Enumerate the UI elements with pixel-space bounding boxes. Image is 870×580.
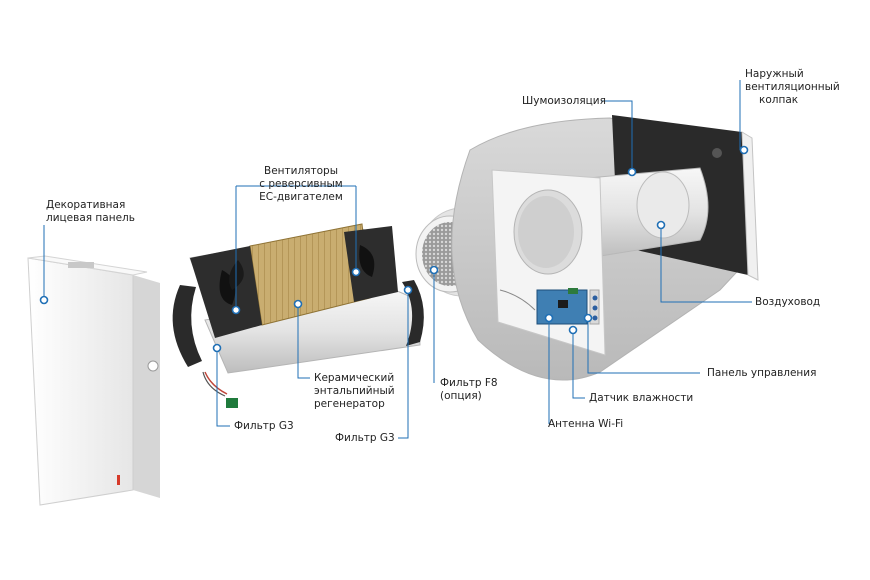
label-outer-hood-line3: колпак bbox=[759, 94, 799, 106]
main-housing-illustration bbox=[451, 115, 759, 381]
label-control-panel-line1: Панель управления bbox=[707, 367, 817, 379]
label-control-panel: Панель управления bbox=[707, 367, 816, 380]
label-filter-f8-line2: (опция) bbox=[440, 390, 482, 402]
leader-filter-g3-right bbox=[398, 290, 409, 439]
label-wifi-antenna: Антенна Wi-Fi bbox=[548, 418, 623, 431]
leader-humidity-sensor bbox=[572, 330, 585, 399]
label-ceramic: Керамический энтальпийный регенератор bbox=[314, 372, 395, 411]
label-fans: Вентиляторы с реверсивным ЕС-двигателем bbox=[246, 165, 356, 204]
label-filter-g3-left-line1: Фильтр G3 bbox=[234, 420, 294, 432]
label-fans-line3: ЕС-двигателем bbox=[259, 191, 343, 203]
label-ceramic-line1: Керамический bbox=[314, 372, 395, 384]
label-outer-hood: Наружный вентиляционный колпак bbox=[745, 68, 840, 107]
label-duct: Воздуховод bbox=[755, 296, 820, 309]
label-outer-hood-line1: Наружный bbox=[745, 68, 804, 80]
label-fans-line2: с реверсивным bbox=[259, 178, 343, 190]
label-wifi-antenna-line1: Антенна Wi-Fi bbox=[548, 418, 624, 430]
label-filter-g3-left: Фильтр G3 bbox=[234, 420, 294, 433]
label-face-panel: Декоративная лицевая панель bbox=[46, 199, 135, 225]
label-outer-hood-line2: вентиляционный bbox=[745, 81, 840, 93]
leader-duct bbox=[660, 225, 752, 303]
leader-filter-g3-left bbox=[216, 348, 230, 427]
label-ceramic-line2: энтальпийный bbox=[314, 385, 395, 397]
label-humidity-sensor: Датчик влажности bbox=[589, 392, 693, 405]
label-face-panel-line1: Декоративная bbox=[46, 199, 126, 211]
label-insulation: Шумоизоляция bbox=[522, 95, 606, 108]
label-fans-line1: Вентиляторы bbox=[264, 165, 338, 177]
label-humidity-sensor-line1: Датчик влажности bbox=[589, 392, 694, 404]
label-duct-line1: Воздуховод bbox=[755, 296, 821, 308]
leader-control-panel bbox=[587, 318, 700, 374]
face-panel-illustration bbox=[27, 255, 160, 506]
label-ceramic-line3: регенератор bbox=[314, 398, 385, 410]
label-filter-g3-right-line1: Фильтр G3 bbox=[335, 432, 395, 444]
leader-lines bbox=[43, 80, 752, 439]
recuperator-illustration bbox=[172, 223, 424, 408]
leader-insulation bbox=[601, 100, 633, 172]
label-face-panel-line2: лицевая панель bbox=[46, 212, 135, 224]
label-filter-g3-right: Фильтр G3 bbox=[335, 432, 395, 445]
leader-markers bbox=[39, 145, 749, 353]
label-insulation-line1: Шумоизоляция bbox=[522, 95, 606, 107]
label-filter-f8: Фильтр F8 (опция) bbox=[440, 377, 498, 403]
leader-ceramic bbox=[297, 304, 310, 379]
label-filter-f8-line1: Фильтр F8 bbox=[440, 377, 498, 389]
